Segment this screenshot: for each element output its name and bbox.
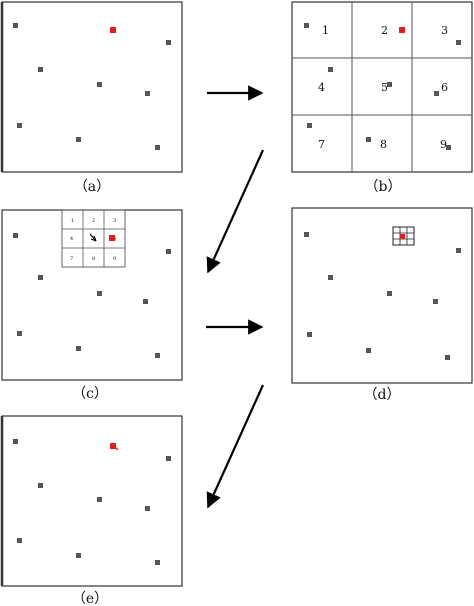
point: [304, 232, 309, 237]
panel-e: （e）: [0, 415, 183, 606]
grid-cell-label: 7: [70, 256, 73, 262]
grid-cell-label: 6: [441, 81, 448, 94]
point: [433, 299, 438, 304]
point: [97, 291, 102, 296]
grid-cell-label: 5: [381, 81, 388, 94]
point: [17, 331, 22, 336]
panel-e-frame: [1, 415, 183, 587]
caption-c: （c）: [72, 386, 108, 402]
highlight-point: [399, 27, 405, 33]
grid-cell-label: 4: [70, 236, 73, 242]
highlight-tail-mark: [113, 445, 119, 451]
point: [307, 332, 312, 337]
point: [456, 40, 461, 45]
point: [97, 82, 102, 87]
point: [445, 355, 450, 360]
point: [366, 137, 371, 142]
point: [328, 275, 333, 280]
point: [166, 249, 171, 254]
point: [145, 91, 150, 96]
point: [13, 233, 18, 238]
caption-b: （b）: [365, 179, 402, 195]
point: [76, 553, 81, 558]
point: [456, 248, 461, 253]
arrow-d-to-e: [206, 384, 265, 509]
panel-d: （d）: [291, 207, 473, 403]
point: [434, 91, 439, 96]
grid-cell-label: 2: [92, 218, 95, 224]
subgrid-frame: [392, 226, 415, 246]
grid-cell-label: 8: [380, 138, 387, 151]
point: [304, 23, 309, 28]
point: [328, 67, 333, 72]
grid-cell-label: 8: [92, 256, 95, 262]
caption-d: （d）: [364, 387, 401, 403]
point: [166, 456, 171, 461]
point: [38, 275, 43, 280]
grid-cell-label: 7: [318, 138, 325, 151]
grid-cell-label: 4: [318, 81, 325, 94]
grid-cell-label: 1: [322, 24, 329, 37]
grid-cell-label: 9: [113, 256, 116, 262]
point: [38, 483, 43, 488]
grid-cell-label: 2: [381, 24, 388, 37]
panel-d-frame: [291, 207, 473, 384]
point: [143, 299, 148, 304]
panel-a-frame: [1, 1, 183, 173]
grid-cell-label: 9: [440, 138, 447, 151]
panel-c: 1 2 3 4 6 7 8 9 （c）: [1, 209, 183, 402]
panel-c-subgrid: 1 2 3 4 6 7 8 9: [61, 209, 126, 268]
panel-a: （a）: [0, 1, 183, 195]
caption-e: （e）: [72, 591, 108, 606]
point: [155, 353, 160, 358]
point: [13, 439, 18, 444]
arrow-b-to-c: [206, 149, 265, 274]
point: [145, 506, 150, 511]
point: [97, 497, 102, 502]
panel-b-frame: [291, 1, 473, 173]
highlight-point: [400, 234, 405, 239]
point: [387, 291, 392, 296]
grid-cell-label: 3: [113, 218, 116, 224]
point: [13, 23, 18, 28]
point: [38, 67, 43, 72]
point: [155, 560, 160, 565]
highlight-point: [109, 235, 115, 241]
pointer-arrow-icon: [89, 233, 97, 242]
panel-b: 1 2 3 4 5 6 7 8 9 （b）: [291, 1, 473, 195]
point: [387, 82, 392, 87]
point: [17, 538, 22, 543]
point: [166, 40, 171, 45]
subgrid-frame: [61, 209, 126, 268]
highlight-point: [110, 27, 116, 33]
point: [76, 137, 81, 142]
grid-cell-label: 3: [441, 24, 448, 37]
highlight-point: [110, 443, 116, 449]
point: [366, 348, 371, 353]
grid-cell-label: 1: [71, 218, 74, 224]
point: [76, 346, 81, 351]
point: [446, 145, 451, 150]
caption-a: （a）: [74, 179, 110, 195]
panel-d-subgrid: [392, 226, 415, 246]
point: [155, 145, 160, 150]
point: [307, 123, 312, 128]
point: [17, 123, 22, 128]
